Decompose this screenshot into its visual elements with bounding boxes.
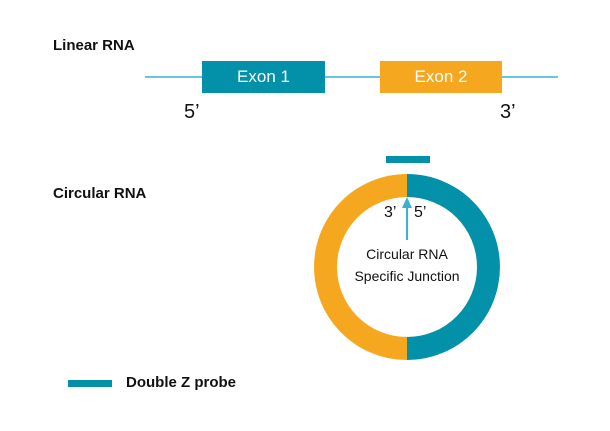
legend-probe-swatch bbox=[68, 380, 112, 387]
exon-2-box bbox=[380, 61, 502, 93]
linear-five-prime: 5’ bbox=[184, 101, 200, 123]
double-z-probe-bar bbox=[386, 156, 430, 163]
exon-1-box bbox=[202, 61, 325, 93]
linear-three-prime: 3’ bbox=[500, 101, 516, 123]
circular-rna-title: Circular RNA bbox=[53, 185, 147, 202]
exon-1-label: Exon 1 bbox=[237, 67, 290, 86]
circle-orange-half bbox=[314, 174, 407, 360]
circular-three-prime: 3’ bbox=[384, 204, 397, 221]
legend-probe-label: Double Z probe bbox=[126, 374, 236, 391]
junction-label-line1: Circular RNA bbox=[366, 246, 448, 262]
circular-five-prime: 5’ bbox=[414, 204, 427, 221]
exon-2-label: Exon 2 bbox=[414, 67, 468, 86]
junction-label: Circular RNA Specific Junction bbox=[337, 243, 477, 287]
circle-teal-half bbox=[407, 174, 500, 360]
junction-label-line2: Specific Junction bbox=[354, 268, 460, 284]
linear-rna-title: Linear RNA bbox=[53, 37, 135, 54]
junction-arrow-head bbox=[402, 197, 412, 208]
